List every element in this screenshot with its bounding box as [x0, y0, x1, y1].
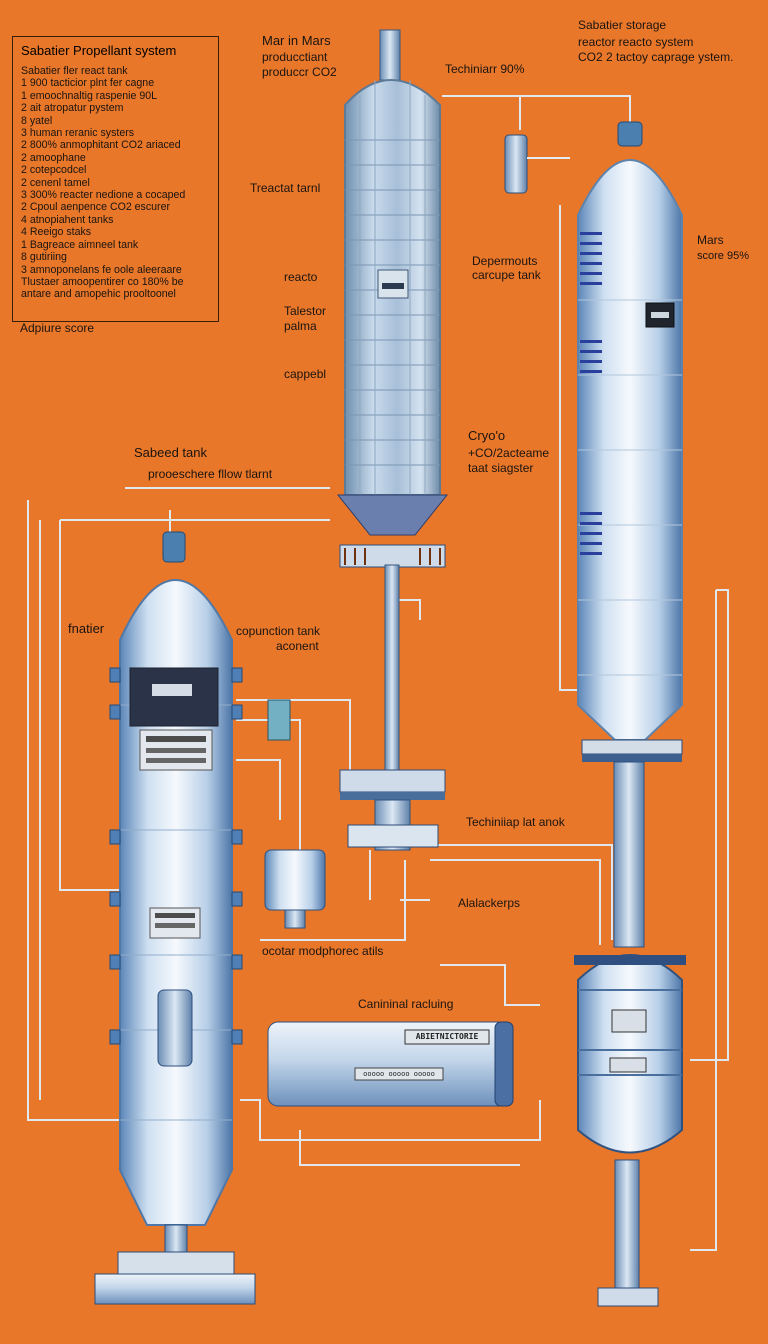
label-talestor-2: palma	[284, 319, 317, 333]
legend-item: 3 300% reacter nedione a cocaped	[21, 189, 186, 202]
label-deperm-1: Depermouts	[472, 254, 538, 268]
label-storage-2: reactor reacto system	[578, 35, 694, 49]
legend-item: 3 human reranic systers	[21, 127, 135, 140]
label-cappebl: cappebl	[284, 367, 327, 381]
legend-item: 2 cenenl tamel	[21, 176, 90, 189]
legend-item: 8 gutiriing	[21, 251, 67, 264]
legend-item: antare and amopehic prooltoonel	[21, 288, 176, 301]
legend-item: 8 yatel	[21, 114, 53, 127]
label-techlap: Techiniiap lat anok	[466, 815, 565, 829]
plate-small: ooooo ooooo ooooo	[363, 1070, 435, 1078]
legend-item: 1 emoochnaltig raspenie 90L	[21, 89, 158, 102]
label-reacto: reacto	[284, 270, 318, 284]
label-marin-2: producctiant	[262, 50, 328, 64]
label-storage-1: Sabatier storage	[578, 18, 667, 32]
valve-top	[504, 134, 570, 194]
label-reactat: Treactat tarnl	[250, 181, 321, 195]
label-storage-3: CO2 2 tactoy caprage ystem.	[578, 50, 734, 64]
legend-item: 4 atnopiahent tanks	[21, 213, 114, 226]
label-deperm-2: carcupe tank	[472, 268, 541, 282]
legend-title: Sabatier Propellant system	[21, 43, 177, 58]
label-alalack: Alalackerps	[458, 896, 521, 910]
legend-item: 1 Bagreace aimneel tank	[21, 238, 139, 251]
label-talestor-1: Talestor	[284, 304, 327, 318]
label-mars-2: score 95%	[697, 250, 749, 262]
label-sabeed: Sabeed tank	[134, 445, 208, 460]
legend-item: Sabatier fler react tank	[21, 65, 128, 77]
legend-item: 2 800% anmophitant CO2 ariaced	[21, 139, 181, 152]
legend-item: 2 Cpoul aenpence CO2 escurer	[21, 201, 170, 214]
label-copu-1: copunction tank	[236, 624, 321, 638]
legend-box: Sabatier Propellant system Sabatier fler…	[12, 36, 219, 322]
label-cryo-3: taat siagster	[468, 461, 534, 475]
label-cryo-2: +CO/2acteame	[468, 446, 550, 460]
label-techiniant: Techiniarr 90%	[445, 62, 525, 76]
legend-item: Tlustaer amoopentirer co 180% be	[21, 275, 184, 288]
label-canin: Canininal racluing	[358, 997, 454, 1011]
mid-vessel	[264, 699, 326, 929]
legend-item: 2 cotepcodcel	[21, 164, 87, 177]
pipe-network	[27, 95, 729, 1251]
legend-item: 2 ait atropatur pystem	[21, 102, 124, 115]
label-adpiure: Adpiure score	[20, 321, 95, 335]
label-ocotar: ocotar modphorec atils	[262, 944, 384, 958]
label-copu-2: aconent	[276, 639, 319, 653]
label-marin-1: Mar in Mars	[262, 33, 331, 48]
label-fnatier: fnatier	[68, 621, 105, 636]
legend-item: 4 Reeigo staks	[21, 226, 92, 239]
label-flow: prooeschere fllow tlarnt	[148, 467, 273, 481]
left-tank	[94, 531, 256, 1305]
label-cryo-1: Cryo'o	[468, 428, 506, 443]
legend-item: 3 amnoponelans fe oole aleeraare	[21, 263, 182, 276]
label-marin-3: produccr CO2	[262, 65, 337, 79]
legend-item: 2 amoophane	[21, 151, 86, 164]
bottom-right-vessel	[574, 954, 686, 1307]
plate-main: ABIETNICTORIE	[415, 1032, 479, 1041]
central-reactor	[336, 29, 449, 851]
label-mars-1: Mars	[697, 233, 724, 247]
right-storage-tank	[577, 121, 683, 948]
legend-item: 1 900 tacticior plnt fer cagne	[21, 77, 155, 90]
horizontal-tank	[267, 1021, 514, 1107]
